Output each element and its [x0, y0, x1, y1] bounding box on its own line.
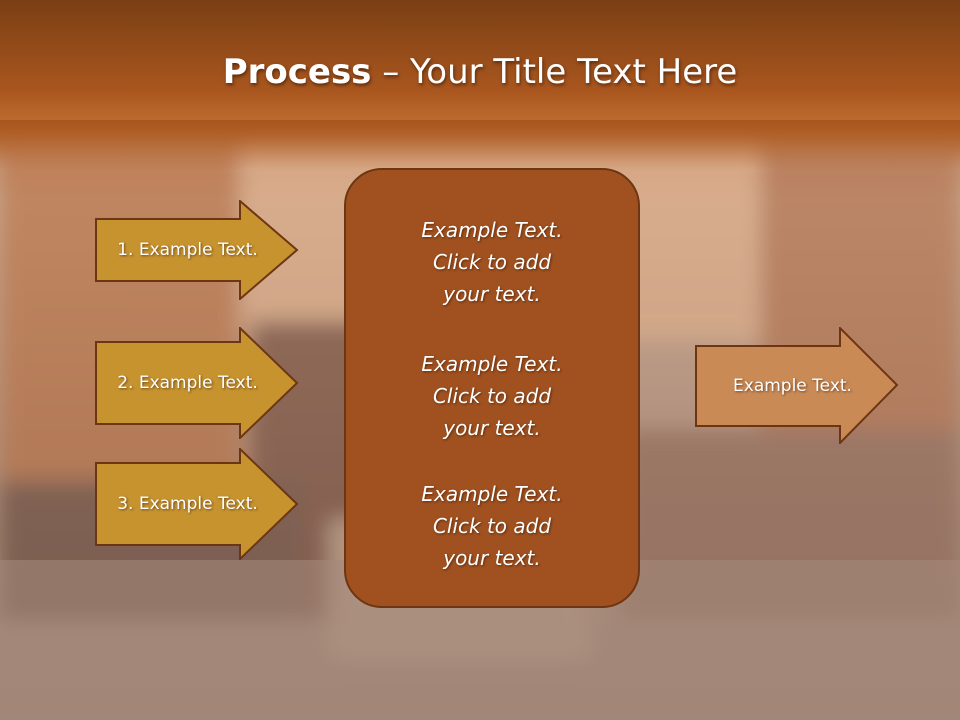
center-block-2-line-2: Click to add — [432, 384, 552, 408]
arrow-shape-icon — [95, 448, 299, 560]
center-block-2-line-3: your text. — [443, 416, 541, 440]
center-block-3-line-1: Example Text. — [421, 482, 563, 506]
left-arrow-3-label: 3. Example Text. — [117, 494, 258, 514]
left-arrow-3: 3. Example Text. — [95, 448, 300, 560]
title-rest: – Your Title Text Here — [371, 52, 738, 92]
left-arrow-1-label: 1. Example Text. — [117, 240, 258, 260]
arrow-shape-icon — [95, 327, 299, 439]
right-arrow: Example Text. — [695, 327, 900, 444]
left-arrow-1: 1. Example Text. — [95, 200, 300, 300]
left-arrow-2-label: 2. Example Text. — [117, 373, 258, 393]
title-bold: Process — [222, 52, 372, 92]
center-block-1: Example Text. Click to add your text. — [346, 214, 638, 310]
center-block-3-line-3: your text. — [443, 546, 541, 570]
center-block-3-line-2: Click to add — [432, 514, 552, 538]
slide-title: Process – Your Title Text Here — [0, 52, 960, 92]
center-block-3: Example Text. Click to add your text. — [346, 478, 638, 574]
center-block-2-line-1: Example Text. — [421, 352, 563, 376]
center-block-1-line-2: Click to add — [432, 250, 552, 274]
arrow-shape-icon — [695, 327, 899, 444]
arrow-shape-icon — [95, 200, 299, 300]
center-block-2: Example Text. Click to add your text. — [346, 348, 638, 444]
center-text-box: Example Text. Click to add your text. Ex… — [344, 168, 640, 608]
right-arrow-label: Example Text. — [733, 375, 852, 396]
center-block-1-line-1: Example Text. — [421, 218, 563, 242]
center-block-1-line-3: your text. — [443, 282, 541, 306]
left-arrow-2: 2. Example Text. — [95, 327, 300, 439]
